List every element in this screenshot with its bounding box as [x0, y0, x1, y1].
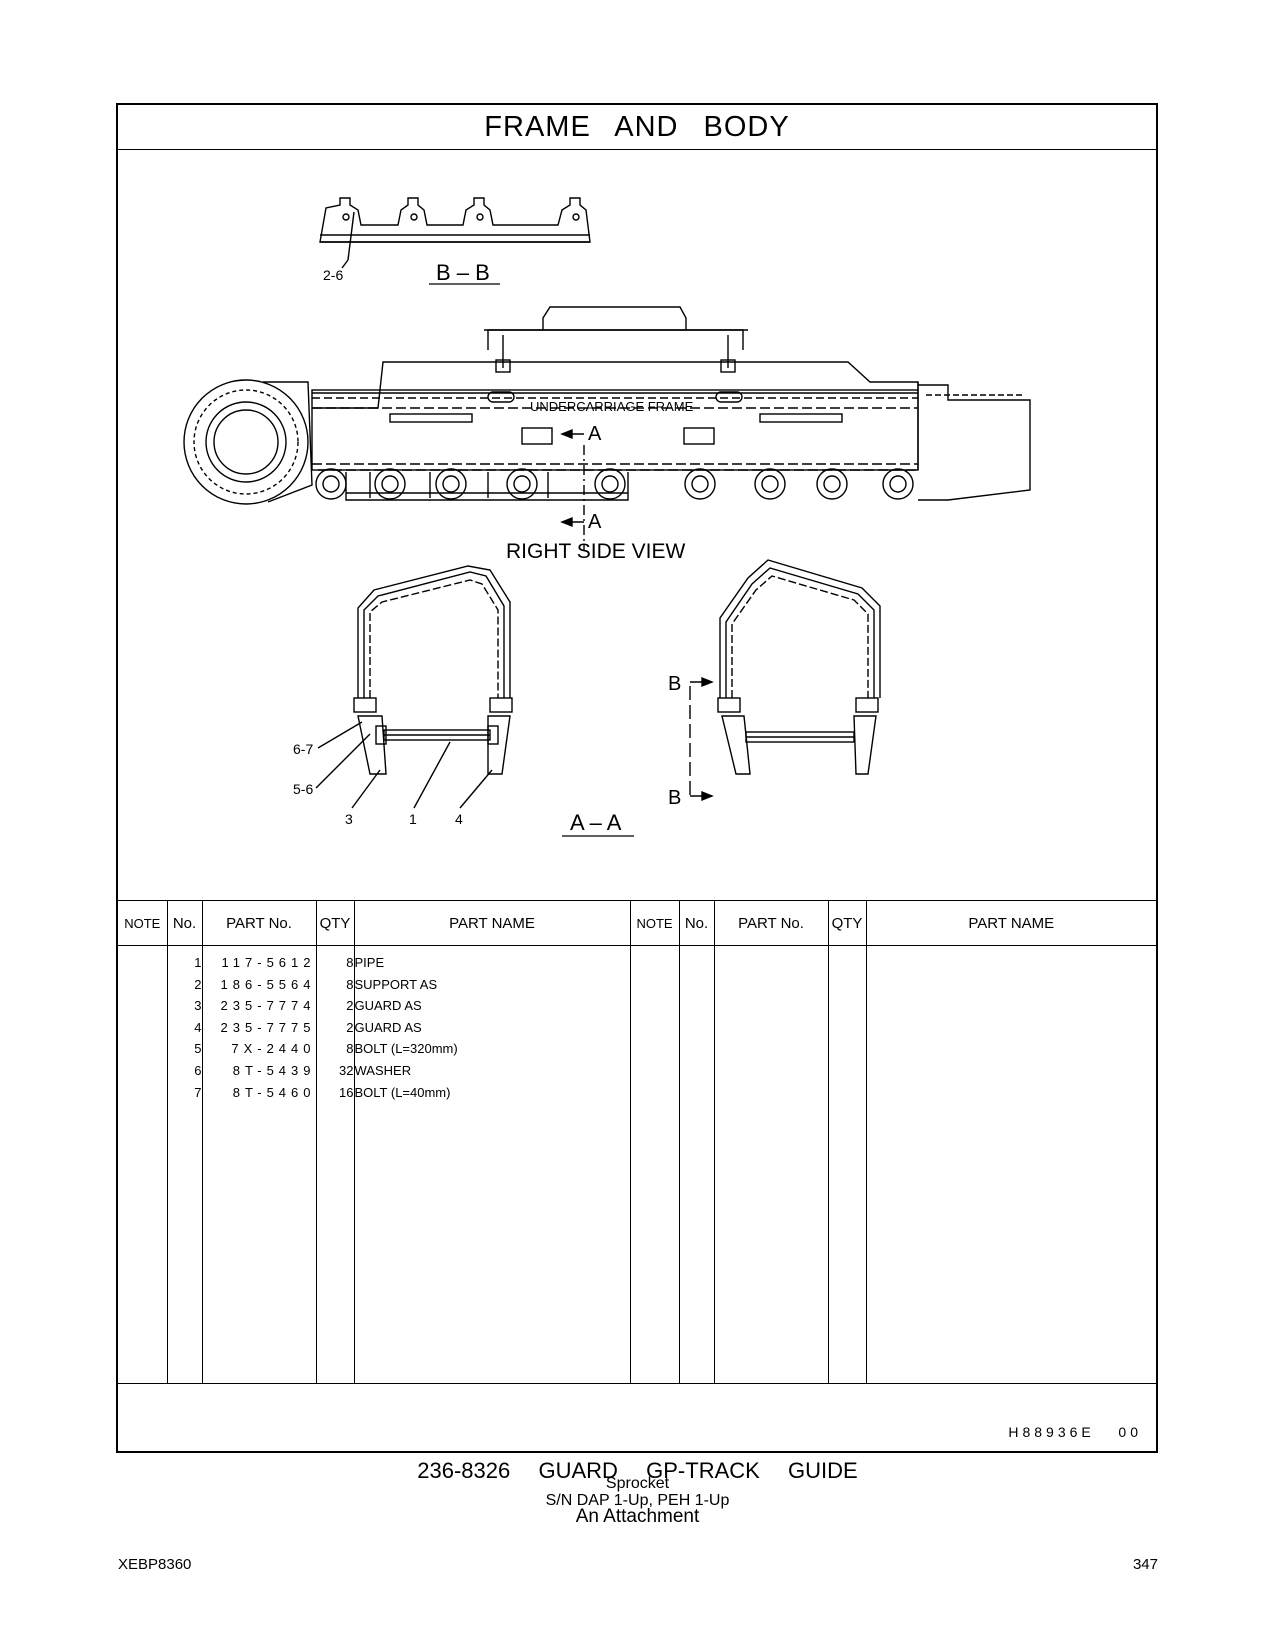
right-side-view: [183, 306, 1031, 550]
row-6-no: 6: [194, 1062, 202, 1078]
parts-page-frame: FRAME AND BODY: [116, 103, 1158, 1453]
group-caption-type: An Attachment: [575, 1506, 700, 1527]
row-1-no: 1: [194, 955, 202, 970]
row-2-qty: 8: [346, 976, 354, 992]
drawing-code: H88936E 00: [1008, 1424, 1142, 1440]
section-mark-b-bottom: B: [668, 787, 681, 809]
drawing-svg: 2-6 B – B UNDERCARRIAGE FRAME A A RIGHT …: [183, 197, 1031, 837]
part-no-column: 117-5612 186-5564 235-7774 235-7775 7X-2…: [202, 945, 317, 1383]
right-side-view-label: RIGHT SIDE VIEW: [506, 540, 685, 563]
callout-4: 4: [455, 811, 463, 827]
row-5-no: 5: [194, 1041, 202, 1057]
section-mark-b-top: B: [668, 673, 681, 695]
row-3-name: GUARD AS: [354, 998, 422, 1014]
row-4-no: 4: [194, 1019, 202, 1035]
col-qty-2: QTY: [828, 901, 867, 946]
parts-drawing: 2-6 B – B UNDERCARRIAGE FRAME A A RIGHT …: [118, 150, 1156, 900]
row-7-part-no: 8T-5460: [232, 1084, 316, 1100]
parts-table-body: 1 2 3 4 5 6 7 117-5612 186-5564 235-7774…: [118, 945, 1156, 1384]
note-column: [118, 945, 168, 1383]
document-id: XEBP8360: [118, 1556, 192, 1573]
row-6-qty: 32: [339, 1062, 354, 1078]
part-name-column: PIPE SUPPORT AS GUARD AS GUARD AS BOLT (…: [354, 945, 631, 1383]
row-7-no: 7: [194, 1084, 202, 1100]
row-5-name: BOLT (L=320mm): [354, 1041, 458, 1057]
section-bb-view: [319, 197, 591, 285]
row-2-name: SUPPORT AS: [354, 976, 438, 992]
row-4-qty: 2: [346, 1019, 354, 1035]
part-name-column-2: [866, 946, 1156, 1384]
callout-1: 1: [409, 811, 417, 827]
section-mark-a-bottom: A: [588, 511, 602, 533]
part-no-column-2: [714, 945, 829, 1383]
parts-table-header: NOTE No. PART No. QTY PART NAME NOTE No.…: [118, 901, 1156, 946]
row-3-part-no: 235-7774: [220, 998, 316, 1014]
row-3-qty: 2: [346, 998, 354, 1014]
row-3-no: 3: [194, 998, 202, 1014]
row-7-name: BOLT (L=40mm): [354, 1084, 451, 1100]
parts-list: NOTE No. PART No. QTY PART NAME NOTE No.…: [118, 900, 1156, 1383]
row-6-name: WASHER: [354, 1062, 412, 1078]
qty-column: 8 8 2 2 8 32 16: [316, 945, 355, 1383]
callout-5-6: 5-6: [293, 781, 313, 797]
row-2-no: 2: [194, 976, 202, 992]
callout-6-7: 6-7: [293, 741, 313, 757]
col-part-no: PART No.: [202, 901, 317, 946]
no-column: 1 2 3 4 5 6 7: [167, 945, 203, 1383]
section-aa-label: A – A: [570, 810, 622, 835]
row-2-part-no: 186-5564: [220, 976, 316, 992]
page-title: FRAME AND BODY: [484, 111, 790, 143]
row-5-part-no: 7X-2440: [231, 1041, 316, 1057]
group-caption-serial: S/N DAP 1-Up, PEH 1-Up: [545, 1492, 730, 1509]
section-aa-left-view: [315, 565, 634, 837]
col-no: No.: [167, 901, 203, 946]
qty-column-2: [828, 945, 867, 1383]
no-column-2: [679, 945, 715, 1383]
col-part-name: PART NAME: [354, 901, 631, 946]
row-4-part-no: 235-7775: [220, 1019, 316, 1035]
note-column-2: [630, 945, 680, 1383]
col-note-2: NOTE: [630, 901, 680, 946]
row-1-qty: 8: [346, 955, 354, 970]
undercarriage-frame-label: UNDERCARRIAGE FRAME: [530, 399, 694, 414]
row-1-name: PIPE: [354, 955, 385, 970]
section-mark-a-top: A: [588, 423, 602, 445]
row-7-qty: 16: [339, 1084, 354, 1100]
row-5-qty: 8: [346, 1041, 354, 1057]
title-bar: FRAME AND BODY: [118, 105, 1156, 150]
drawing-info-band: H88936E 00: [118, 1383, 1156, 1453]
row-4-name: GUARD AS: [354, 1019, 422, 1035]
section-bb-label: B – B: [436, 260, 490, 285]
col-part-no-2: PART No.: [714, 901, 829, 946]
col-qty: QTY: [316, 901, 355, 946]
group-caption-component: Sprocket: [605, 1475, 670, 1492]
group-caption-title: 236-8326 GUARD GP-TRACK GUIDE: [417, 1458, 858, 1483]
track-rollers: [315, 468, 914, 500]
parts-table: NOTE No. PART No. QTY PART NAME NOTE No.…: [118, 901, 1156, 1383]
col-part-name-2: PART NAME: [866, 901, 1156, 946]
row-6-part-no: 8T-5439: [232, 1062, 316, 1078]
callout-3: 3: [345, 811, 353, 827]
col-note: NOTE: [118, 901, 168, 946]
row-1-part-no: 117-5612: [221, 955, 316, 970]
col-no-2: No.: [679, 901, 715, 946]
page-number: 347: [1132, 1556, 1158, 1573]
section-aa-right-view: [689, 559, 881, 802]
callout-2-6: 2-6: [323, 267, 343, 283]
